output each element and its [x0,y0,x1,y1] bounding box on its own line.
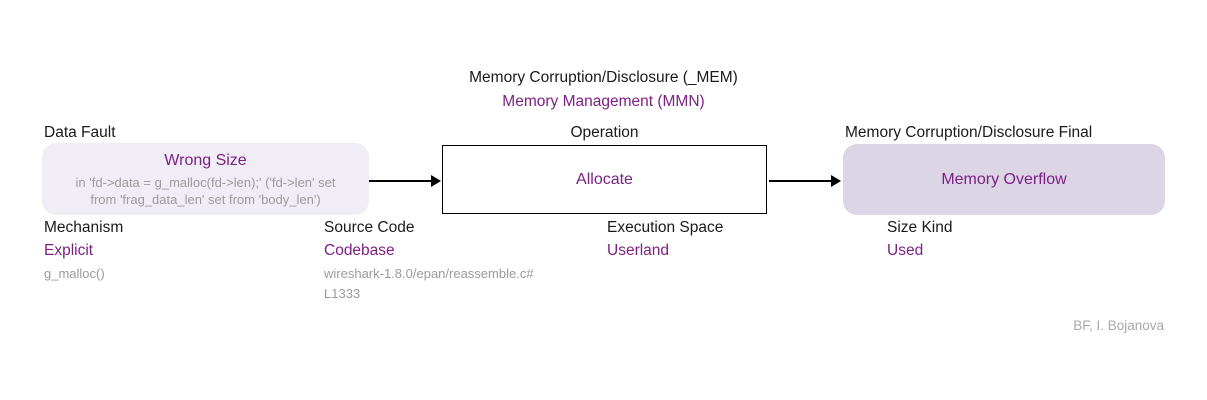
attribute-label: Source Code [324,219,415,236]
attribute-value: Used [887,242,924,259]
cause-box: Wrong Size in 'fd->data = g_malloc(fd->l… [42,143,369,215]
attribute-execution-space: Execution Space Userland [607,219,723,259]
arrow-shaft [769,180,833,182]
arrow-cause-to-operation [369,175,441,187]
attribute-value: Codebase [324,242,395,259]
consequence-section-label: Memory Corruption/Disclosure Final [845,124,1093,141]
operation-name: Allocate [576,170,633,188]
consequence-name: Memory Overflow [941,170,1067,188]
operation-box: Allocate [442,145,767,214]
diagram-title-class-type: Memory Corruption/Disclosure (_MEM) [469,69,738,86]
arrow-head-icon [431,175,441,187]
attribute-size-kind: Size Kind Used [887,219,952,259]
cause-section-label: Data Fault [44,124,116,141]
attribute-value: Explicit [44,242,94,259]
arrow-shaft [369,180,433,182]
attribute-label: Size Kind [887,219,953,236]
cause-detail-line2: from 'frag_data_len' set from 'body_len'… [90,192,321,207]
operation-section-label: Operation [570,124,639,141]
consequence-box: Memory Overflow [843,144,1165,215]
attribute-label: Mechanism [44,219,124,236]
attribute-note: wireshark-1.8.0/epan/reassemble.c# [324,266,534,281]
attribute-note-line2: L1333 [324,286,361,301]
attribute-value: Userland [607,242,670,259]
arrow-head-icon [831,175,841,187]
attribute-mechanism: Mechanism Explicit g_malloc() [44,219,123,281]
attribution-text: BF, I. Bojanova [1073,318,1164,333]
arrow-operation-to-consequence [769,175,841,187]
attribute-label: Execution Space [607,219,724,236]
cause-detail-line1: in 'fd->data = g_malloc(fd->len);' ('fd-… [75,175,336,190]
attribute-note: g_malloc() [44,266,105,281]
cause-name: Wrong Size [164,152,247,169]
diagram-title-class: Memory Management (MMN) [502,93,705,110]
attribute-source-code: Source Code Codebase wireshark-1.8.0/epa… [324,219,534,301]
